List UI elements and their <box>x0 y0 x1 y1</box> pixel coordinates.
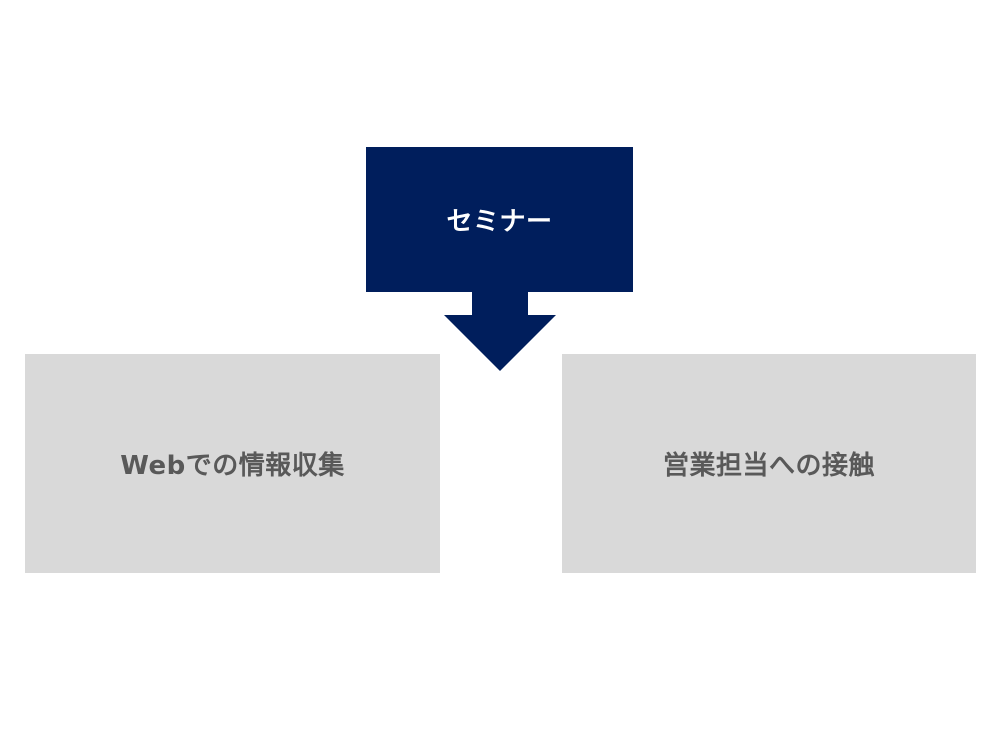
web-info-box: Webでの情報収集 <box>25 354 440 573</box>
seminar-label: セミナー <box>446 207 553 237</box>
down-arrow-icon <box>444 292 556 371</box>
web-info-label: Webでの情報収集 <box>120 451 345 481</box>
sales-contact-box: 営業担当への接触 <box>562 354 976 573</box>
seminar-box: セミナー <box>366 147 633 292</box>
sales-contact-label: 営業担当への接触 <box>662 451 875 481</box>
down-arrow-shape <box>444 292 556 371</box>
